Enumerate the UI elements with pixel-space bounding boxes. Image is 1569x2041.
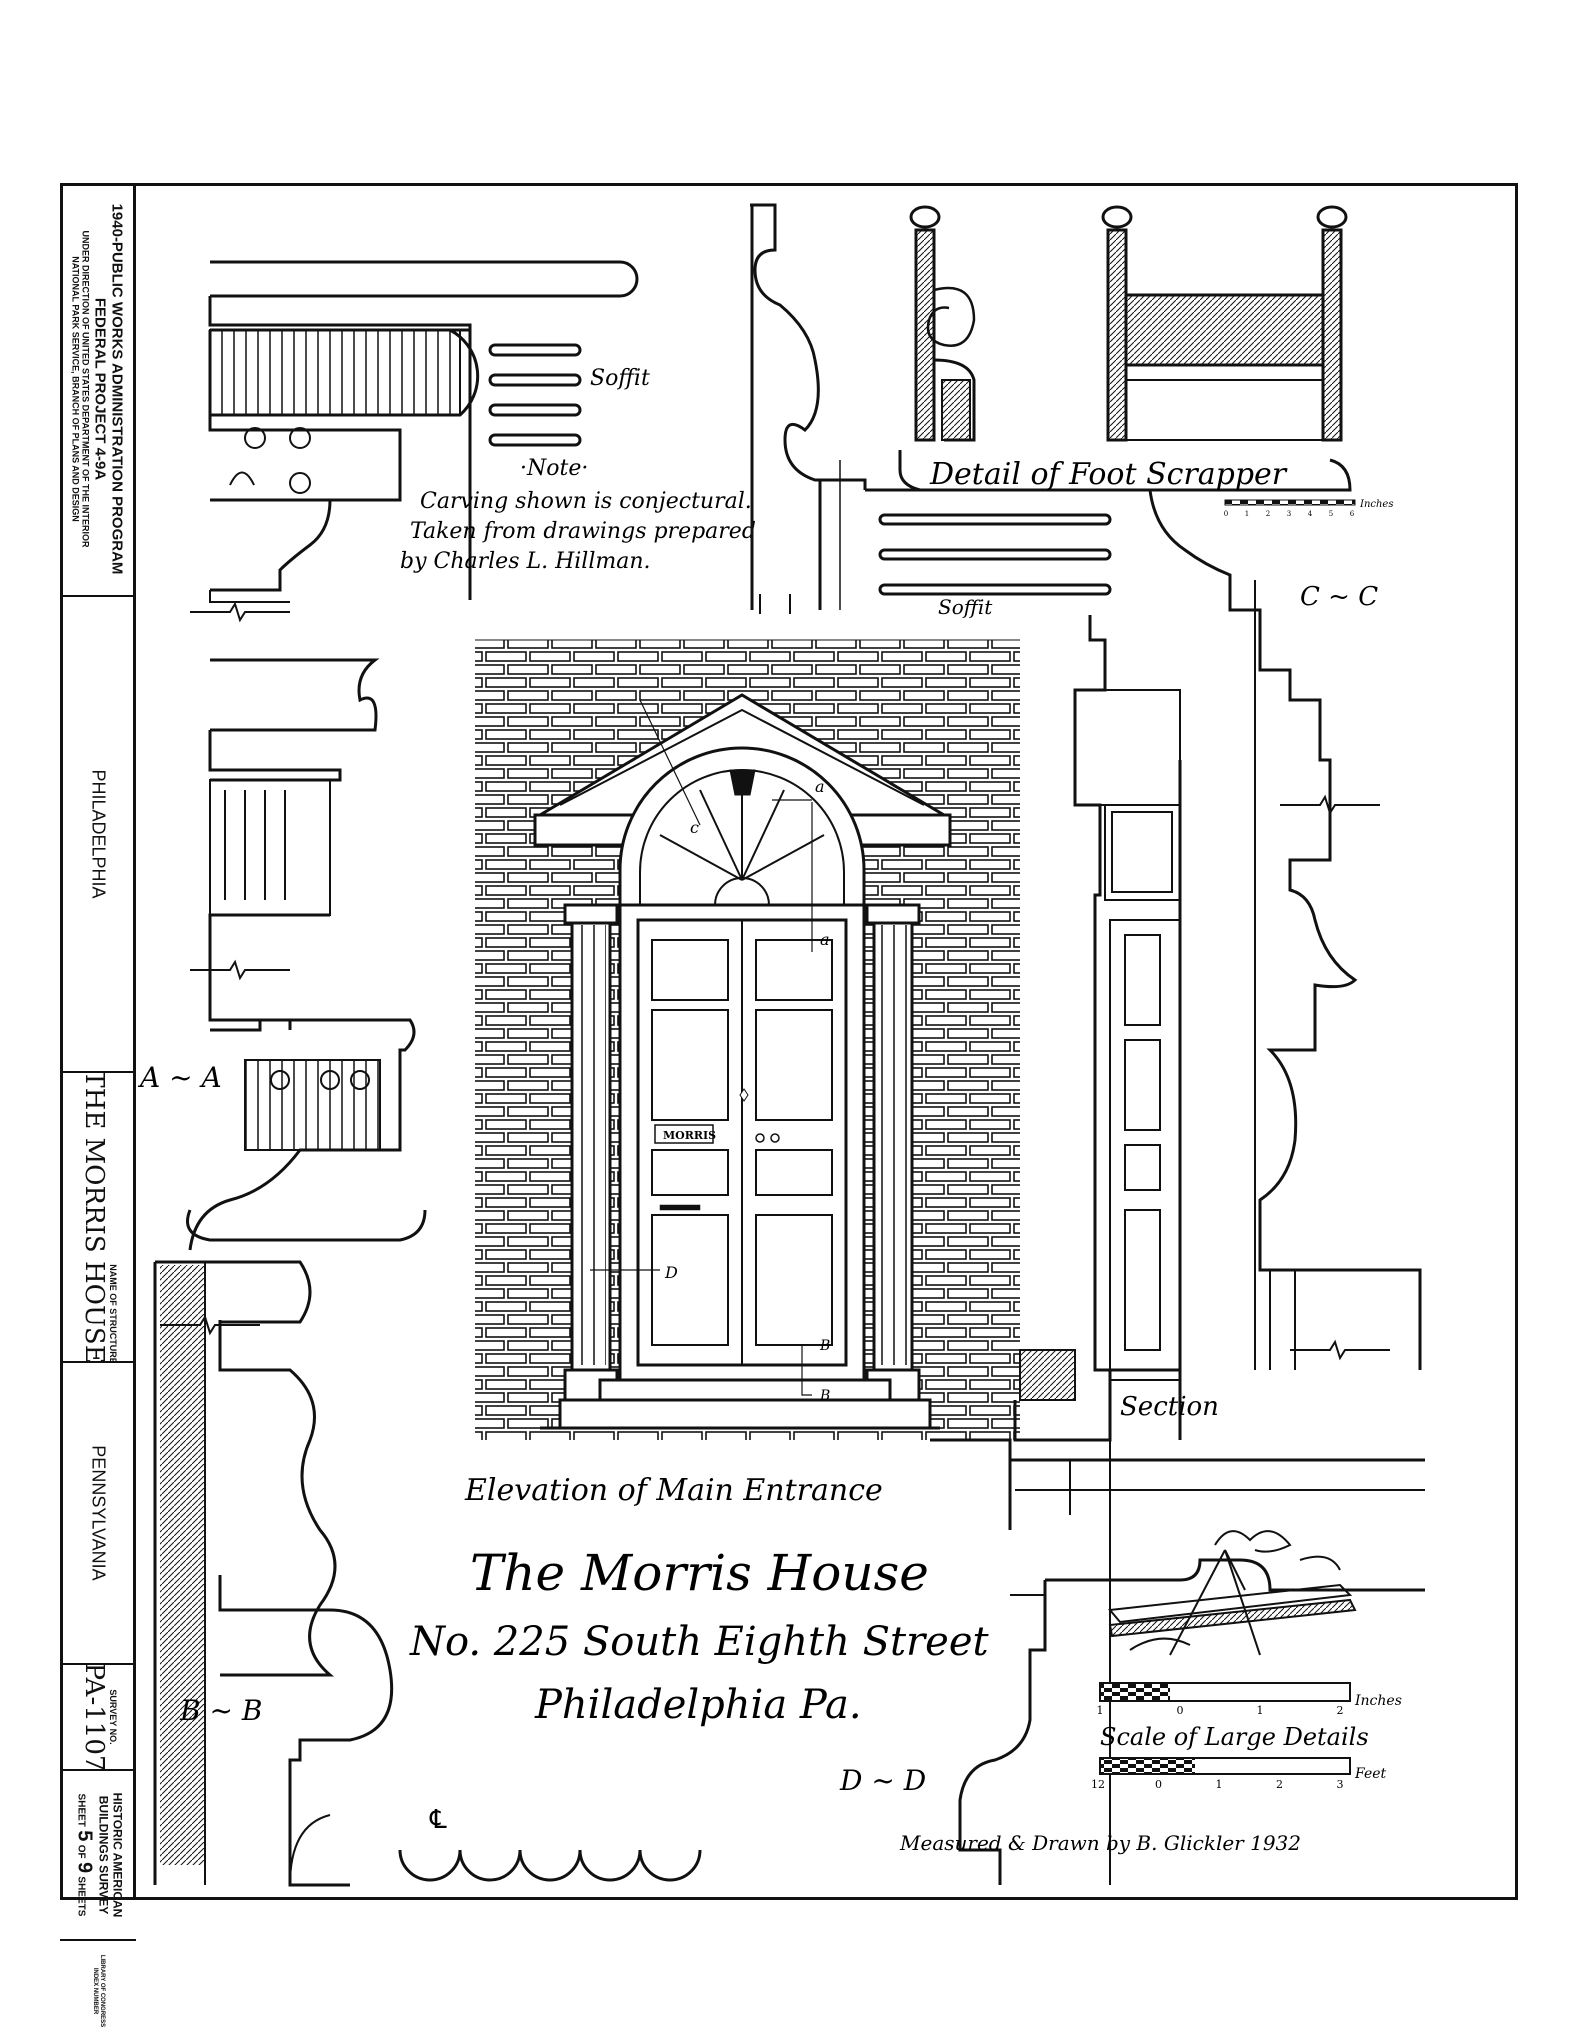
scale-inch-tick: 1 [1097, 1704, 1104, 1717]
sheet-total: 9 [73, 1861, 96, 1874]
door-section [1013, 615, 1182, 1442]
habs-cell: HISTORIC AMERICAN BUILDINGS SURVEY SHEET… [60, 1771, 136, 1941]
small-scale-bar: Inches 0 1 2 3 4 5 6 [1224, 499, 1394, 518]
program-line-2: FEDERAL PROJECT 4-9A [91, 297, 109, 481]
title-block: 1940-PUBLIC WORKS ADMINISTRATION PROGRAM… [60, 183, 136, 2027]
scale-feet-tick: 0 [1155, 1778, 1162, 1791]
elevation-title: Elevation of Main Entrance [464, 1473, 883, 1508]
mark-a-top: a [815, 777, 825, 796]
library-cell: LIBRARY OF CONGRESS INDEX NUMBER [60, 1941, 136, 2041]
scale-inch-tick: 0 [1177, 1704, 1184, 1717]
structure-name: THE MORRIS HOUSE [78, 1073, 109, 1363]
city-name: PHILADELPHIA [88, 769, 109, 899]
mark-b-1: B [819, 1338, 830, 1354]
soffit-top [468, 325, 582, 600]
address-title: No. 225 South Eighth Street [409, 1619, 990, 1665]
scale-feet-tick: 3 [1337, 1778, 1344, 1791]
library-line-2: INDEX NUMBER [92, 1967, 98, 2015]
note-line-1: Carving shown is conjectural. [420, 489, 752, 514]
section-label: Section [1120, 1392, 1219, 1422]
section-aa-label: A ~ A [137, 1061, 222, 1094]
small-scale-tick: 1 [1245, 510, 1249, 518]
soffit-mid-label: Soffit [938, 595, 993, 619]
small-scale-unit: Inches [1359, 499, 1393, 510]
note-line-2: Taken from drawings prepared [410, 519, 756, 544]
scale-feet-tick: 12 [1091, 1778, 1105, 1791]
sheet-count: SHEET 5 OF 9 SHEETS [73, 1793, 96, 1917]
doorway [533, 693, 952, 1430]
cornice-profile-left [153, 260, 639, 1887]
scale-inch-tick: 1 [1257, 1704, 1264, 1717]
sheet-border [60, 183, 1518, 1900]
survey-label: SURVEY NO. [108, 1689, 119, 1745]
house-title: The Morris House [470, 1544, 929, 1602]
city-title: Philadelphia Pa. [534, 1682, 862, 1728]
scale-title: Scale of Large Details [1100, 1723, 1369, 1751]
foot-scraper-title: Detail of Foot Scrapper [929, 457, 1288, 492]
column-profile-center [750, 203, 1422, 1370]
survey-number: PA-1107 [78, 1665, 109, 1771]
scalloped-profile [398, 1849, 702, 1882]
scale-feet-unit: Feet [1354, 1766, 1387, 1782]
program-line-1: 1940-PUBLIC WORKS ADMINISTRATION PROGRAM [108, 203, 126, 575]
scale-feet-tick: 2 [1276, 1778, 1283, 1791]
lower-profile [930, 1438, 1425, 1885]
break-marks [160, 594, 1390, 1361]
scale-inches-unit: Inches [1354, 1693, 1402, 1709]
structure-label: NAME OF STRUCTURE [108, 1264, 119, 1363]
note-line-3: by Charles L. Hillman. [400, 549, 651, 574]
mark-b-2: B [819, 1388, 830, 1404]
small-scale-ticks: 0 1 2 3 4 5 6 [1224, 510, 1355, 518]
habs-line-2: BUILDINGS SURVEY [96, 1795, 111, 1915]
note-title: ·Note· [520, 456, 588, 481]
leader-lines [590, 699, 813, 1396]
centerline-symbol: ℄ [429, 1805, 447, 1835]
mark-a-side: a [820, 930, 830, 949]
scale-inch-tick: 2 [1337, 1704, 1344, 1717]
section-dd-label: D ~ D [839, 1764, 926, 1797]
structure-cell: NAME OF STRUCTURE THE MORRIS HOUSE [60, 1073, 136, 1363]
foot-scraper-detail [898, 205, 1352, 492]
nameplate-text: MORRIS [663, 1129, 716, 1142]
drawing-credit: Measured & Drawn by B. Glickler 1932 [899, 1831, 1301, 1855]
scale-feet-tick: 1 [1216, 1778, 1223, 1791]
program-cell: 1940-PUBLIC WORKS ADMINISTRATION PROGRAM… [60, 183, 136, 597]
habs-line-1: HISTORIC AMERICAN [110, 1792, 125, 1918]
state-cell: PENNSYLVANIA [60, 1363, 136, 1665]
section-bb-label: B ~ B [179, 1694, 262, 1727]
small-scale-tick: 5 [1329, 510, 1333, 518]
library-line-1: LIBRARY OF CONGRESS [98, 1954, 105, 2028]
state-name: PENNSYLVANIA [88, 1445, 109, 1581]
mark-d: D [664, 1263, 678, 1282]
small-scale-tick: 3 [1287, 510, 1291, 518]
survey-cell: SURVEY NO. PA-1107 [60, 1665, 136, 1771]
section-cc-label: C ~ C [1300, 582, 1378, 612]
architectural-drawing: Soffit ·Note· Carving shown is conjectur… [137, 203, 1425, 1887]
soffit-top-label: Soffit [590, 366, 650, 391]
small-scale-tick: 6 [1350, 510, 1355, 518]
small-scale-tick: 4 [1308, 510, 1313, 518]
drafting-instruments-icon [1108, 1530, 1357, 1656]
scale-inch-ticks: 1 0 1 2 [1097, 1704, 1344, 1717]
small-scale-tick: 0 [1224, 510, 1228, 518]
mark-c: c [690, 818, 699, 837]
note-block: ·Note· Carving shown is conjectural. Tak… [400, 456, 756, 574]
program-line-3: UNDER DIRECTION OF UNITED STATES DEPARTM… [81, 230, 92, 548]
city-cell: PHILADELPHIA [60, 597, 136, 1073]
small-scale-tick: 2 [1266, 510, 1270, 518]
program-line-4: NATIONAL PARK SERVICE, BRANCH OF PLANS A… [70, 256, 81, 522]
sheet-number: 5 [73, 1830, 96, 1842]
